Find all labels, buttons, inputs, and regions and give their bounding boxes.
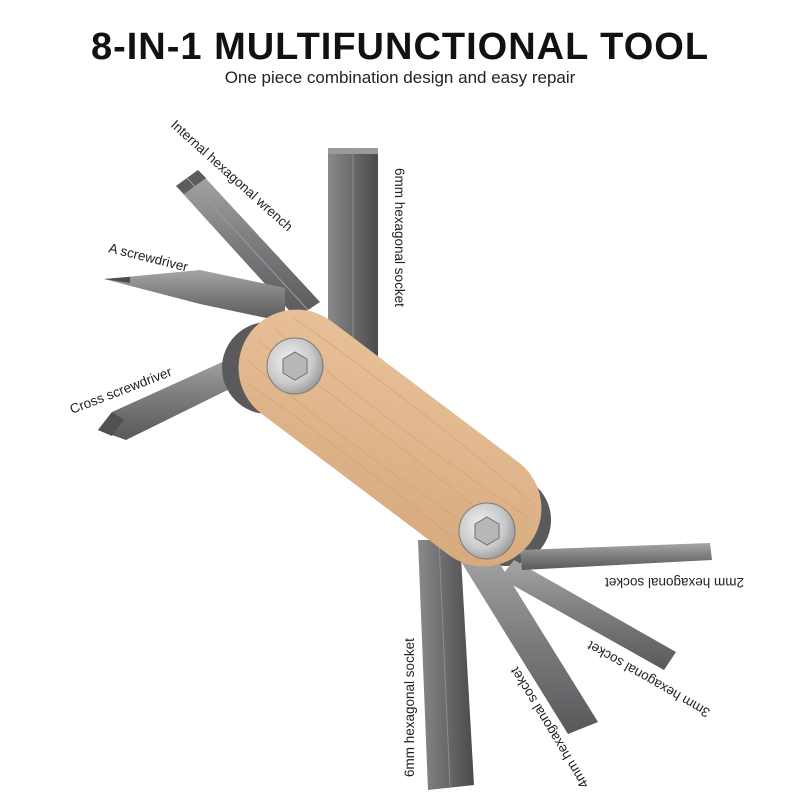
label-hex-6mm-top: 6mm hexagonal socket (392, 168, 407, 307)
hex-key-2mm (520, 543, 712, 570)
label-screwdriver: A screwdriver (107, 240, 190, 274)
label-hex-6mm-bottom: 6mm hexagonal socket (402, 638, 417, 777)
flat-screwdriver (104, 270, 285, 322)
bottom-bolt (458, 502, 516, 560)
hex-key-6mm-top (328, 148, 378, 358)
hex-key-6mm-bottom (418, 540, 474, 790)
phillips-screwdriver (98, 354, 252, 440)
page-subtitle: One piece combination design and easy re… (224, 68, 576, 87)
torx-bit (176, 170, 320, 318)
page-title: 8-IN-1 MULTIFUNCTIONAL TOOL (90, 26, 710, 68)
top-bolt (266, 337, 324, 395)
label-hex-2mm: 2mm hexagonal socket (605, 575, 744, 590)
hex-key-3mm (500, 560, 676, 670)
hex-key-4mm (460, 548, 598, 734)
